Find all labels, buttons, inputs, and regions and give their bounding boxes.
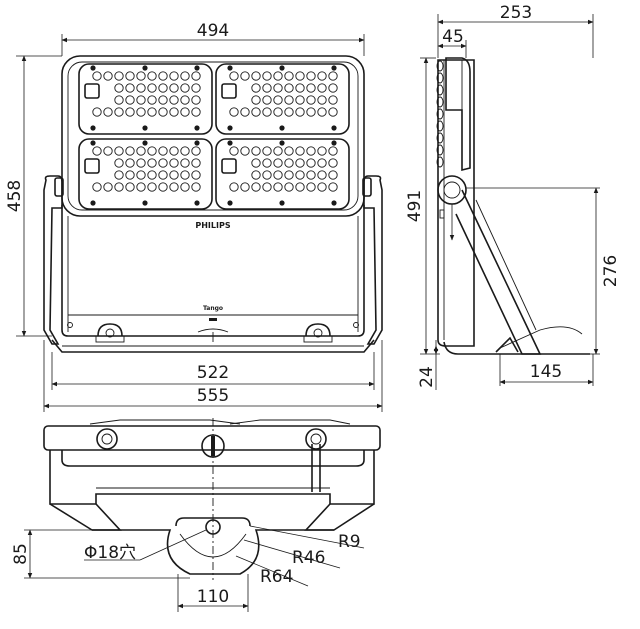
dim-bottom-85: 85 <box>11 543 31 565</box>
front-view: PHILIPS Tango <box>43 55 383 353</box>
dim-foot-len: 145 <box>530 362 562 382</box>
brand-logo-text: PHILIPS <box>195 221 230 230</box>
bottom-view <box>43 418 381 580</box>
dim-r64: R64 <box>260 567 293 587</box>
dim-r9: R9 <box>338 532 361 552</box>
dim-side-height: 491 <box>405 190 425 222</box>
dim-side-offset: 45 <box>442 27 464 47</box>
led-grid <box>84 65 338 206</box>
base-plate <box>51 339 375 353</box>
foot-left <box>95 323 125 343</box>
bracket-left <box>43 175 63 345</box>
pivot-knob <box>437 175 467 205</box>
dim-base-outer: 555 <box>197 386 229 406</box>
dim-front-height: 458 <box>5 180 25 212</box>
dim-hole-dia: Φ18穴 <box>84 543 136 563</box>
dim-r46: R46 <box>292 548 325 568</box>
led-module-tr <box>215 63 350 135</box>
side-heatsink <box>445 57 471 172</box>
badge-text: Tango <box>203 305 223 312</box>
side-view <box>436 57 590 355</box>
side-housing <box>437 59 475 347</box>
dim-side-depth: 253 <box>500 3 532 23</box>
led-modules <box>78 63 350 210</box>
dim-base-thick: 24 <box>417 366 437 388</box>
foot-right <box>303 323 333 343</box>
side-base <box>443 341 590 355</box>
bracket-right <box>363 175 383 345</box>
cable-gland-left <box>96 428 118 450</box>
cable-gland-right <box>305 428 327 450</box>
bottom-dimensions: 85 Φ18穴 R9 R46 R64 110 <box>11 525 365 612</box>
front-dimensions: 494 458 522 555 <box>5 21 383 412</box>
side-bracket-arm <box>455 189 542 355</box>
dim-base-inner: 522 <box>197 363 229 383</box>
led-module-tl <box>78 63 213 135</box>
led-module-br <box>215 138 350 210</box>
dim-front-width: 494 <box>197 21 229 41</box>
bottom-frame <box>49 450 375 505</box>
housing-outline <box>61 55 365 217</box>
led-module-bl <box>78 138 213 210</box>
bottom-yoke <box>92 529 334 575</box>
dim-slot-110: 110 <box>197 587 229 607</box>
side-dimensions: 253 45 491 276 24 145 <box>405 3 621 390</box>
dim-pivot-height: 276 <box>601 255 621 287</box>
